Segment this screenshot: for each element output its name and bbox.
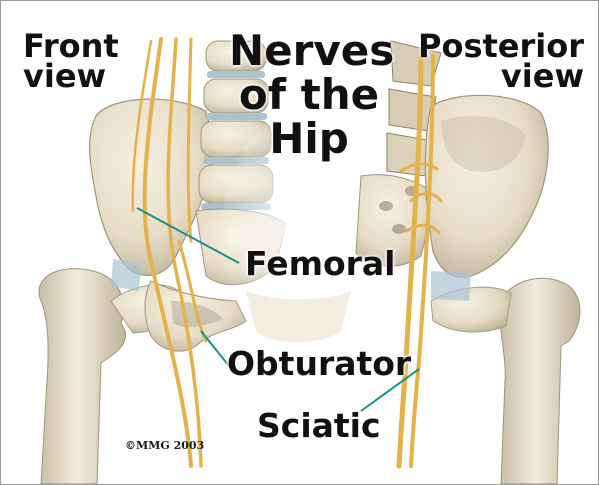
copyright-notice: ©MMG 2003 [125,439,204,452]
diagram-title: Nerves of the Hip [229,29,389,161]
title-line1: Nerves [229,29,389,73]
femoral-nerve-label: Femoral [245,244,396,283]
left-ilium [90,99,216,275]
obturator-nerve-label: Obturator [227,344,411,383]
title-line2: of the [229,73,389,117]
title-line3: Hip [229,117,389,161]
right-femur [500,278,580,484]
posterior-view-line2: view [418,61,584,91]
front-view-line2: view [23,61,119,91]
posterior-view-label: Posterior view [418,31,584,91]
sciatic-nerve-label: Sciatic [257,406,381,445]
front-view-label: Front view [23,31,119,91]
